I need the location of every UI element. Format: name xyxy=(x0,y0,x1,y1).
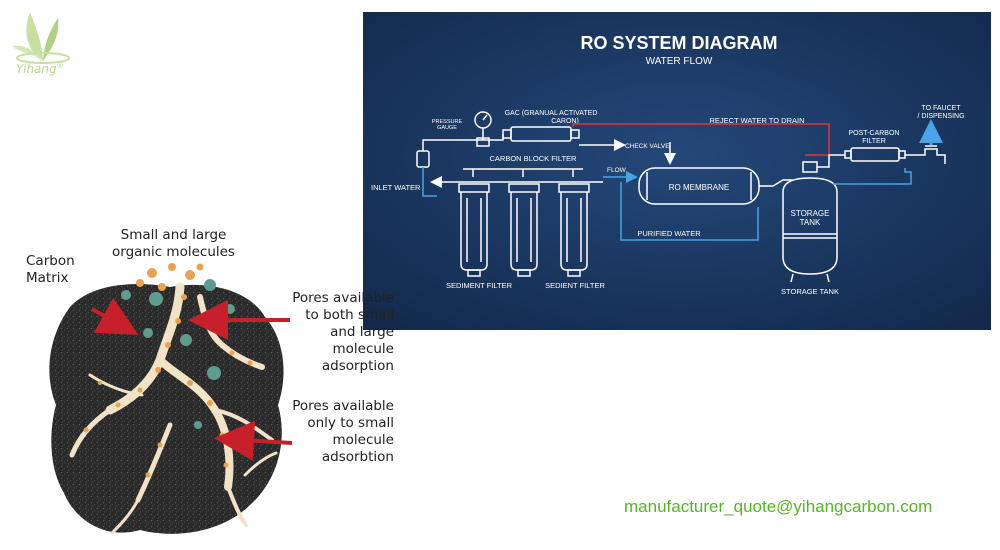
gac-label-1: GAC (GRANUAL ACTIVATED xyxy=(505,110,598,117)
organic-molecules-label: Small and large organic molecules xyxy=(112,227,235,260)
contact-email[interactable]: manufacturer_quote@yihangcarbon.com xyxy=(624,497,933,516)
sediment-filter-label: SEDIMENT FILTER xyxy=(446,281,513,290)
pressure-gauge-label-2: GAUGE xyxy=(437,125,457,131)
check-valve-label: CHECK VALVE xyxy=(625,143,670,150)
storage-tank-label-1: STORAGE xyxy=(791,209,830,218)
inlet-water-label: INLET WATER xyxy=(371,183,421,192)
ro-title: RO SYSTEM DIAGRAM xyxy=(580,33,777,53)
small-molecules xyxy=(83,263,253,478)
yihang-logo-icon xyxy=(12,12,70,64)
carbon-matrix-arrow xyxy=(91,297,139,335)
storage-tank-label-2: TANK xyxy=(800,218,821,227)
faucet-icon xyxy=(905,145,946,164)
ro-background xyxy=(363,12,991,330)
purified-water-label: PURIFIED WATER xyxy=(637,229,701,238)
carbon-block-filter-label: CARBON BLOCK FILTER xyxy=(490,154,578,163)
to-faucet-label-2: / DISPENSING xyxy=(917,113,964,120)
reject-water-label: REJECT WATER TO DRAIN xyxy=(709,116,804,125)
to-faucet-label-1: TO FAUCET xyxy=(921,105,961,112)
ro-subtitle: WATER FLOW xyxy=(646,56,713,67)
purified-water-line xyxy=(620,182,759,241)
sedient-filter-icon xyxy=(558,183,590,277)
pores-small-arrow xyxy=(214,420,293,461)
pressure-gauge-icon xyxy=(474,111,492,147)
gac-label-2: CARON) xyxy=(551,118,579,125)
ro-system-diagram: RO SYSTEM DIAGRAM WATER FLOW PRESSURE GA… xyxy=(363,12,991,330)
inlet-water-line xyxy=(422,167,437,197)
carbon-matrix-diagram xyxy=(49,263,293,535)
ro-membrane-label: RO MEMBRANE xyxy=(669,183,729,192)
sediment-filter-icon xyxy=(458,183,490,277)
storage-tank-bottom-label: STORAGE TANK xyxy=(781,287,839,296)
pressure-gauge-label-1: PRESSURE xyxy=(432,119,463,125)
carbon-matrix-label: Carbon Matrix xyxy=(26,253,75,286)
tank-to-faucet-line xyxy=(833,168,912,185)
pores-small-label: Pores available only to small molecule a… xyxy=(292,398,394,465)
reject-water-line xyxy=(572,123,830,156)
sedient-filter-label: SEDIENT FILTER xyxy=(545,281,605,290)
flow-label: FLOW xyxy=(607,167,627,174)
logo-text: Yihang® xyxy=(16,62,64,76)
pores-both-label: Pores available to both small and large … xyxy=(292,290,394,374)
post-carbon-label-2: FILTER xyxy=(862,138,886,145)
carbon-block-filter-icon xyxy=(508,183,540,277)
post-carbon-label-1: POST-CARBON xyxy=(849,130,900,137)
